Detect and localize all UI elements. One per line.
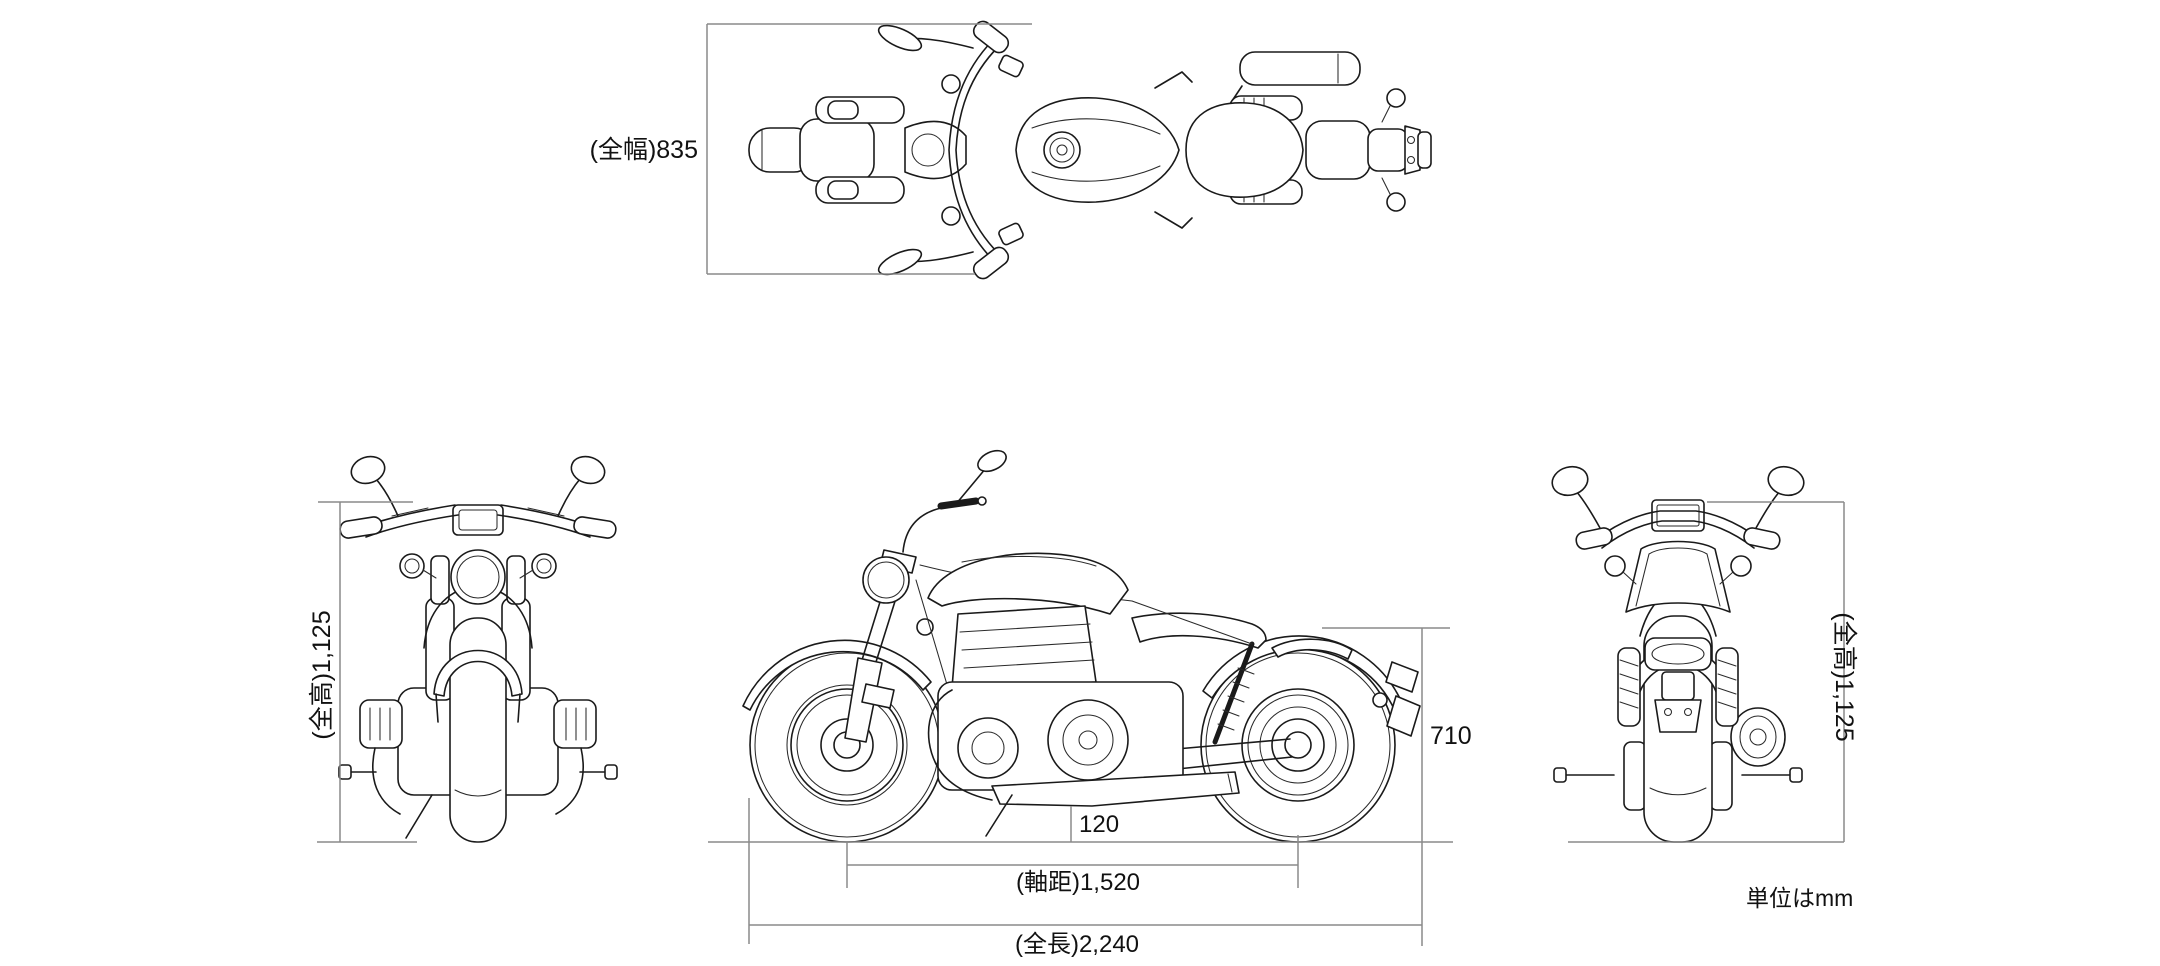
top-view-left-mirror — [877, 24, 923, 52]
side-view-headlight — [862, 556, 910, 604]
top-view-rear-right-signal — [1386, 192, 1406, 212]
rear-view-turn-signals — [1604, 555, 1752, 585]
top-view-muffler — [1229, 51, 1361, 105]
top-view-fork-tubes — [815, 96, 905, 204]
front-view-turn-signals — [399, 553, 557, 579]
side-view-rear-shock — [1212, 641, 1255, 745]
top-view-right-mirror — [877, 248, 923, 276]
top-view-front-fender — [799, 118, 875, 182]
top-view-rear-left-signal — [1386, 88, 1406, 108]
seat-height-label: 710 — [1430, 722, 1472, 750]
wheelbase-label: (軸距)1,520 — [1016, 869, 1140, 896]
front-view-instrument — [452, 504, 504, 536]
rear-view-handlebar — [1575, 510, 1781, 550]
rear-view-taillight — [1644, 637, 1712, 733]
rear-view-body-shield — [1625, 540, 1731, 613]
overall-length-label: (全長)2,240 — [1015, 931, 1139, 958]
units-note: 単位はmm — [1746, 885, 1853, 911]
motorcycle-top-view — [748, 20, 1432, 280]
rear-view-instrument — [1651, 499, 1705, 532]
top-view-tail-plate — [1404, 125, 1432, 175]
side-view-tail — [1372, 661, 1421, 737]
overall-width-dimension: (全幅)835 — [590, 23, 1032, 275]
motorcycle-front-view — [338, 455, 618, 843]
front-view-footpegs — [338, 764, 618, 780]
top-view-right-peg — [1154, 211, 1193, 229]
top-view-seat — [1185, 102, 1304, 198]
rear-view-mirrors — [1551, 465, 1805, 529]
motorcycle-side-view — [742, 449, 1421, 843]
top-view-front-right-signal — [941, 206, 961, 226]
overall-height-rear-label: (全高)1,125 — [1830, 612, 1858, 741]
side-view-seat — [1131, 612, 1267, 649]
side-view-front-fender — [742, 639, 932, 711]
overall-height-front-dimension: (全高)1,125 — [308, 501, 417, 843]
top-view-headlight-nacelle — [904, 120, 967, 180]
overall-height-rear-dimension: (全高)1,125 — [1568, 501, 1858, 843]
top-view-left-peg — [1154, 71, 1193, 89]
top-view-steering-stem — [911, 133, 945, 167]
side-view-engine — [937, 605, 1184, 791]
side-view-front-signal — [916, 618, 934, 636]
side-view-fuel-tank — [927, 552, 1129, 615]
front-view-mirrors — [350, 455, 606, 517]
wheelbase-dimension: (軸距)1,520 — [846, 835, 1299, 896]
front-view-side-stand — [405, 794, 433, 839]
motorcycle-rear-view — [1551, 465, 1805, 843]
ground-clearance-label: 120 — [1079, 811, 1119, 838]
side-view-side-stand — [985, 794, 1013, 837]
overall-length-dimension: (全長)2,240 — [748, 798, 1422, 958]
side-view-rear-wheel — [1200, 647, 1396, 843]
rear-view-shocks — [1617, 647, 1739, 727]
top-view-rear-fender-tip — [1367, 128, 1409, 172]
overall-height-front-label: (全高)1,125 — [308, 610, 336, 739]
front-view-handlebar — [339, 504, 617, 539]
top-view-fuel-tank — [1015, 97, 1180, 203]
seat-height-dimension: 710 — [1322, 627, 1472, 946]
top-view-handlebar — [895, 20, 1024, 280]
front-view-fender — [433, 649, 523, 723]
overall-width-label: (全幅)835 — [590, 136, 698, 164]
side-view-handlebar — [902, 449, 1007, 553]
front-view-headlight — [450, 549, 506, 605]
side-view-exhaust — [927, 689, 1240, 807]
rear-view-muffler — [1730, 707, 1786, 767]
ground-clearance-dimension: 120 — [1070, 806, 1119, 842]
top-view-rear-pad — [1305, 120, 1371, 180]
top-view-front-left-signal — [941, 74, 961, 94]
side-view-passenger-pad — [1271, 638, 1353, 660]
